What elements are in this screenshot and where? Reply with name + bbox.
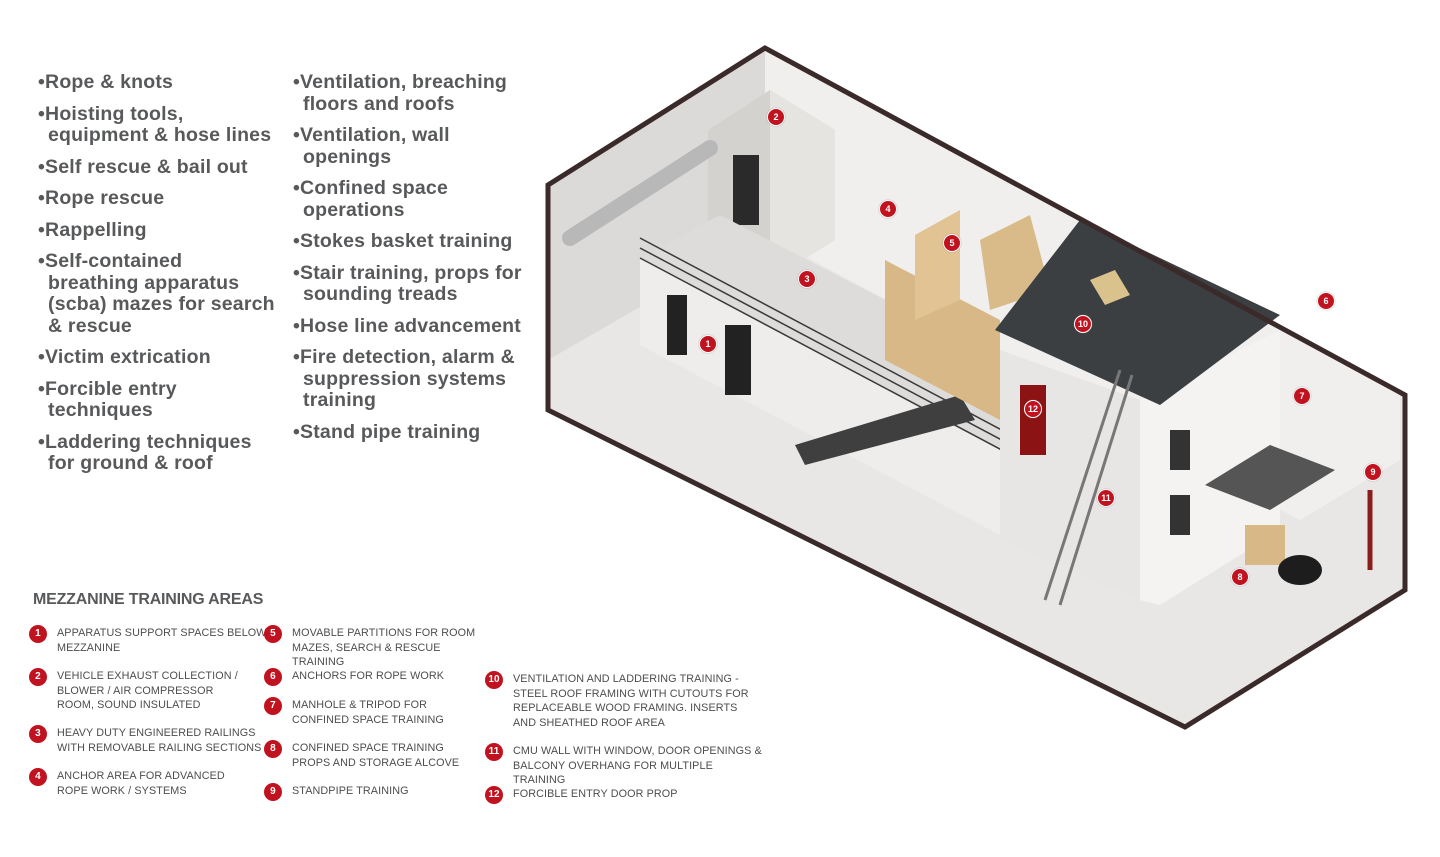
marker-2: 2 xyxy=(767,108,785,126)
legend-title: MEZZANINE TRAINING AREAS xyxy=(33,591,264,608)
marker-8: 8 xyxy=(1231,568,1249,586)
bullet-item: Laddering techniques for ground & roof xyxy=(38,431,278,475)
marker-12: 12 xyxy=(1024,400,1042,418)
bullet-item: Victim extrication xyxy=(38,346,278,369)
bullet-item: Self rescue & bail out xyxy=(38,156,278,179)
forcible-entry-door xyxy=(1020,385,1046,455)
bullet-item: Hose line advancement xyxy=(293,315,533,338)
marker-6: 6 xyxy=(1317,292,1335,310)
roof xyxy=(995,220,1280,405)
training-list-right: Ventilation, breaching floors and roofs … xyxy=(293,71,533,453)
bullet-item: Self-contained breathing apparatus (scba… xyxy=(38,250,278,337)
bullet-item: Stair training, props for sounding tread… xyxy=(293,262,533,306)
bullet-item: Stand pipe training xyxy=(293,421,533,444)
bullet-item: Confined space operations xyxy=(293,177,533,221)
building-outline xyxy=(545,45,1408,730)
marker-11: 11 xyxy=(1097,489,1115,507)
bullet-item: Rappelling xyxy=(38,219,278,242)
marker-5: 5 xyxy=(943,234,961,252)
left-wall xyxy=(548,50,765,360)
marker-4: 4 xyxy=(879,200,897,218)
marker-7: 7 xyxy=(1293,387,1311,405)
bullet-item: Hoisting tools, equipment & hose lines xyxy=(38,103,278,147)
bullet-item: Forcible entry techniques xyxy=(38,378,278,422)
partition xyxy=(885,260,1000,420)
bullet-item: Rope rescue xyxy=(38,187,278,210)
bullet-item: Stokes basket training xyxy=(293,230,533,253)
blower-door xyxy=(733,155,759,225)
marker-10: 10 xyxy=(1074,315,1092,333)
marker-9: 9 xyxy=(1364,463,1382,481)
ladder xyxy=(1043,369,1134,606)
bullet-item: Fire detection, alarm & suppression syst… xyxy=(293,346,533,412)
bullet-item: Ventilation, breaching floors and roofs xyxy=(293,71,533,115)
bullet-item: Ventilation, wall openings xyxy=(293,124,533,168)
bullet-item: Rope & knots xyxy=(38,71,278,94)
balcony xyxy=(1205,445,1335,510)
stair xyxy=(795,395,975,465)
marker-1: 1 xyxy=(699,335,717,353)
marker-3: 3 xyxy=(798,270,816,288)
exhaust-duct xyxy=(562,140,718,246)
training-list-left: Rope & knots Hoisting tools, equipment &… xyxy=(38,71,278,485)
